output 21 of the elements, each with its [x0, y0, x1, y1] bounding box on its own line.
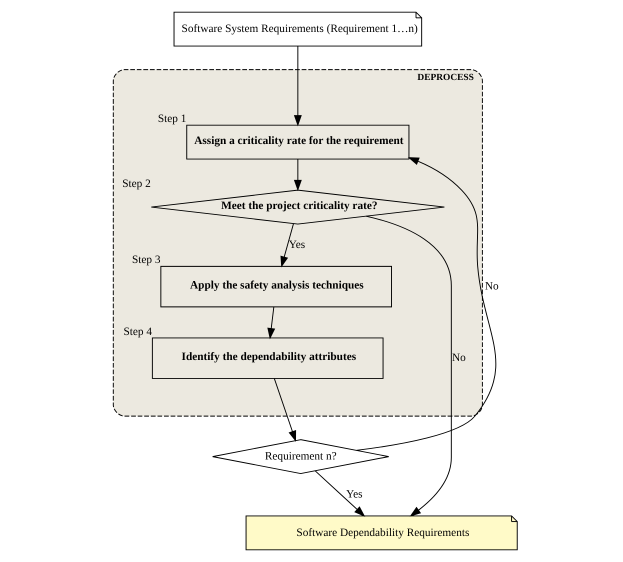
arrow [356, 157, 496, 451]
arrow [274, 378, 296, 442]
node-box: Apply the safety analysis techniques [160, 266, 392, 308]
node-diamond: Meet the project criticality rate? [150, 190, 445, 224]
node-label: Step 2 [122, 178, 151, 190]
arrow [314, 470, 366, 517]
arrow [267, 306, 276, 340]
edge-label: No [484, 280, 499, 293]
arrow [366, 216, 452, 517]
node-label: Step 4 [124, 326, 152, 338]
edge-label: No [452, 352, 466, 364]
node-diamond: Requirement n? [212, 439, 390, 474]
node-label: Step 1 [158, 112, 186, 125]
arrow [294, 158, 302, 192]
arrow [294, 46, 302, 126]
node-box: Assign a criticality rate for the requirement [186, 124, 410, 160]
arrow [280, 223, 294, 268]
edge-label: Yes [346, 488, 363, 501]
edge-label: Yes [288, 239, 306, 252]
node-box: Identify the dependability attributes [152, 338, 384, 379]
node-label: Step 3 [132, 254, 161, 266]
